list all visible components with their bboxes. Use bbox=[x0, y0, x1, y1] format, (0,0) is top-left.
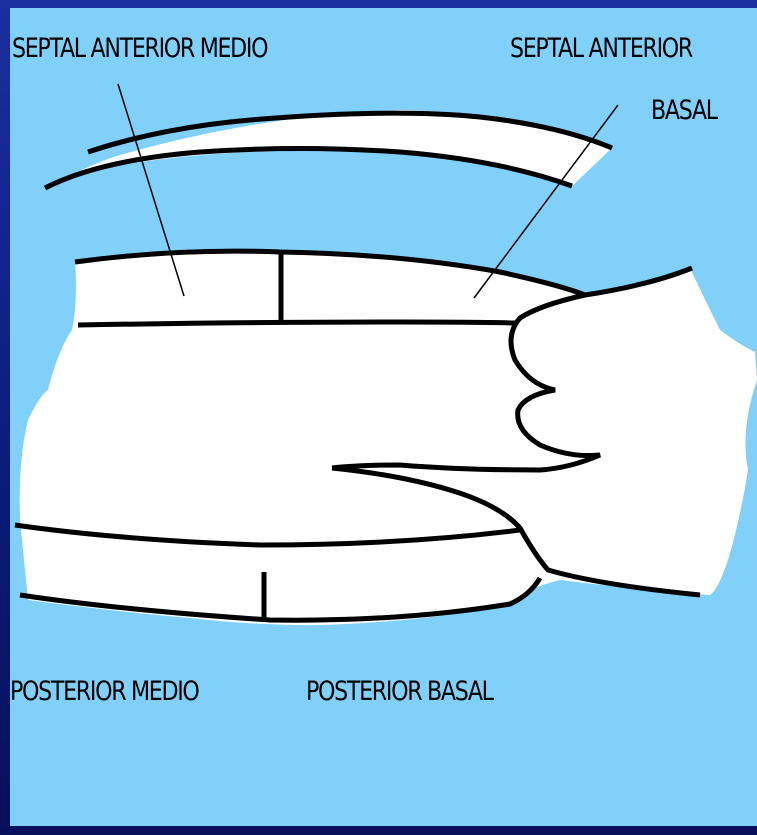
ventricle-body bbox=[20, 252, 757, 625]
septal-band-bottom-line bbox=[78, 322, 515, 325]
label-septal-anterior-medio: SEPTAL ANTERIOR MEDIO bbox=[12, 35, 267, 62]
label-posterior-medio: POSTERIOR MEDIO bbox=[10, 678, 199, 705]
label-septal-anterior-basal-line1: SEPTAL ANTERIOR bbox=[510, 35, 692, 62]
label-septal-anterior-basal-line2: BASAL bbox=[651, 97, 717, 124]
label-posterior-basal: POSTERIOR BASAL bbox=[306, 678, 493, 705]
